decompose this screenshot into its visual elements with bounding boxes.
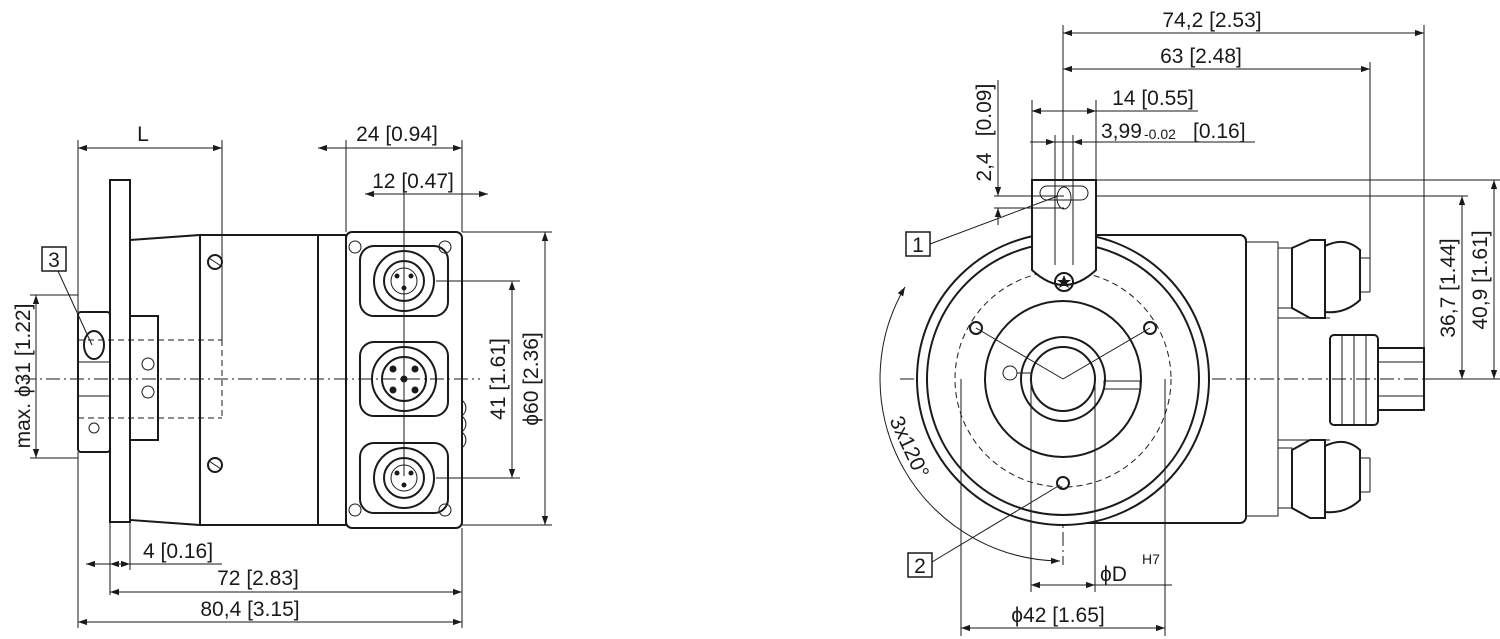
housing-screw-bottom [207,457,223,473]
dim-41: 41 [1.61] [487,338,510,420]
callout-2: 2 [914,555,926,578]
dim-24: 24 [0.94] [356,123,438,146]
dim-72: 72 [2.83] [217,567,299,590]
housing-body [199,234,319,526]
front-connector-top [1291,239,1371,319]
dim-31: max. ϕ31 [1.22] [12,304,35,449]
dim-63: 63 [2.48] [1160,45,1242,68]
dim-367: 36,7 [1.44] [1437,238,1460,337]
housing-front [129,233,201,527]
housing-screw-top [207,254,223,270]
shaft-clamp [77,311,111,453]
front-connector-bottom [1291,439,1371,519]
dim-399-inch: [0.16] [1193,120,1246,143]
callout-1-box [905,231,931,257]
callout-3-box [41,246,67,272]
clamp-screw [83,330,105,360]
callout-1: 1 [912,234,924,257]
dim-L: L [137,123,149,146]
flange [109,179,131,523]
dim-009: [0.09] [973,84,996,137]
callout-3: 3 [48,249,60,272]
angle-arc [879,286,1061,565]
front-view: 1 2 3x120° 74,2 [2.53] 63 [2.48] 14 [0.5… [879,9,1500,636]
dim-742: 74,2 [2.53] [1162,9,1261,32]
dim-14: 14 [0.55] [1112,87,1194,110]
dim-399: 3,99 [1101,120,1142,143]
front-connector-middle [1329,334,1425,426]
dim-D-fit: H7 [1142,551,1160,567]
bus-cover-edge [317,234,347,526]
dim-80: 80,4 [3.15] [200,598,299,621]
dim-D: ϕD [1100,563,1127,586]
dim-12: 12 [0.47] [372,170,454,193]
stator-coupling [129,315,159,441]
dim-4: 4 [0.16] [143,540,213,563]
dim-24v: 2,4 [973,152,996,182]
mount-hole-2 [1143,321,1157,335]
dim-42: ϕ42 [1.65] [1011,604,1105,627]
bolt-circle [954,270,1172,488]
dim-409: 40,9 [1.61] [1469,230,1492,329]
stator-coupling-arm [1031,179,1097,292]
dim-60: ϕ60 [2.36] [520,332,543,426]
dim-399-tolerance: -0.02 [1144,126,1176,142]
side-view: L 24 [0.94] 12 [0.47] 41 [1.61] ϕ60 [2.3… [12,123,552,628]
